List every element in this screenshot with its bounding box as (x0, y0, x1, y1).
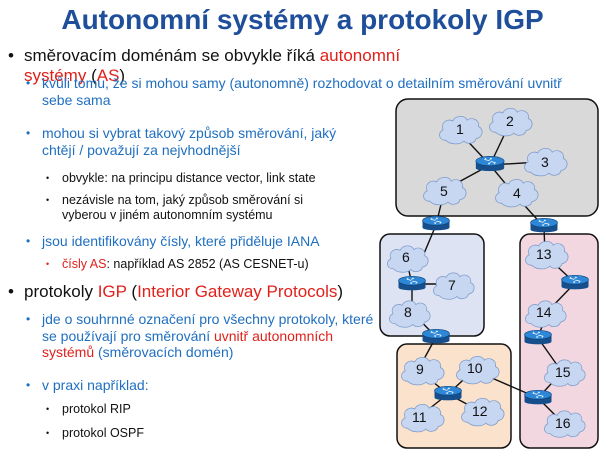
router-icon (398, 275, 426, 291)
node-label: 16 (555, 415, 571, 431)
router-icon (422, 328, 450, 344)
node-label: 4 (513, 185, 521, 201)
bullet-autonomy-reason: kvůli tomu, že si mohou samy (autonomně)… (42, 75, 562, 108)
node-label: 9 (416, 361, 424, 377)
bullet-marker: • (46, 173, 50, 183)
bullet-as: směrovacím doménám se obvykle říká auton… (24, 46, 401, 86)
bullet-practice: v praxi například: (42, 377, 149, 393)
slide-title: Autonomní systémy a protokoly IGP (61, 4, 544, 35)
bullet-marker: • (26, 76, 31, 90)
node-label: 15 (555, 364, 571, 380)
node-label: 1 (456, 121, 464, 137)
bullet-marker: • (26, 126, 31, 140)
bullet-rip: protokol RIP (62, 402, 131, 416)
bullet-routing-independent: nezávisle na tom, jaký způsob směrování … (62, 193, 304, 222)
router-icon (524, 329, 552, 345)
bullet-marker: • (26, 378, 31, 392)
bullet-igp-definition: jde o souhrnné označení pro všechny prot… (42, 311, 374, 361)
bullet-ospf: protokol OSPF (62, 426, 144, 440)
node-label: 2 (506, 113, 514, 129)
bullet-marker: • (26, 312, 31, 326)
router-icon (475, 155, 505, 172)
node-label: 3 (541, 154, 549, 170)
node-label: 13 (536, 246, 552, 262)
bullet-marker: • (46, 404, 50, 414)
router-icon (524, 389, 552, 405)
bullet-routing-choice: mohou si vybrat takový způsob směrování,… (42, 125, 337, 158)
bullet-igp: protokoly IGP (Interior Gateway Protocol… (24, 282, 344, 301)
router-icon (530, 217, 558, 233)
bullet-marker: • (26, 234, 31, 248)
bullet-as-number: čísly AS: například AS 2852 (AS CESNET-u… (62, 257, 309, 271)
bullet-iana: jsou identifikovány čísly, které přidělu… (42, 233, 320, 249)
bullet-marker: • (8, 282, 14, 301)
router-icon (561, 274, 589, 290)
node-label: 8 (404, 304, 412, 320)
node-label: 12 (472, 403, 488, 419)
router-icon (422, 215, 450, 231)
node-label: 7 (448, 277, 456, 293)
node-label: 11 (412, 409, 427, 425)
bullet-marker: • (46, 428, 50, 438)
node-label: 5 (440, 183, 448, 199)
bullet-routing-types: obvykle: na principu distance vector, li… (62, 171, 316, 185)
node-label: 10 (467, 360, 483, 376)
router-icon (434, 385, 462, 401)
bullet-marker: • (8, 46, 14, 65)
node-label: 6 (402, 249, 410, 265)
bullet-marker: • (46, 259, 50, 269)
node-label: 14 (536, 304, 552, 320)
bullet-marker: • (46, 195, 50, 205)
